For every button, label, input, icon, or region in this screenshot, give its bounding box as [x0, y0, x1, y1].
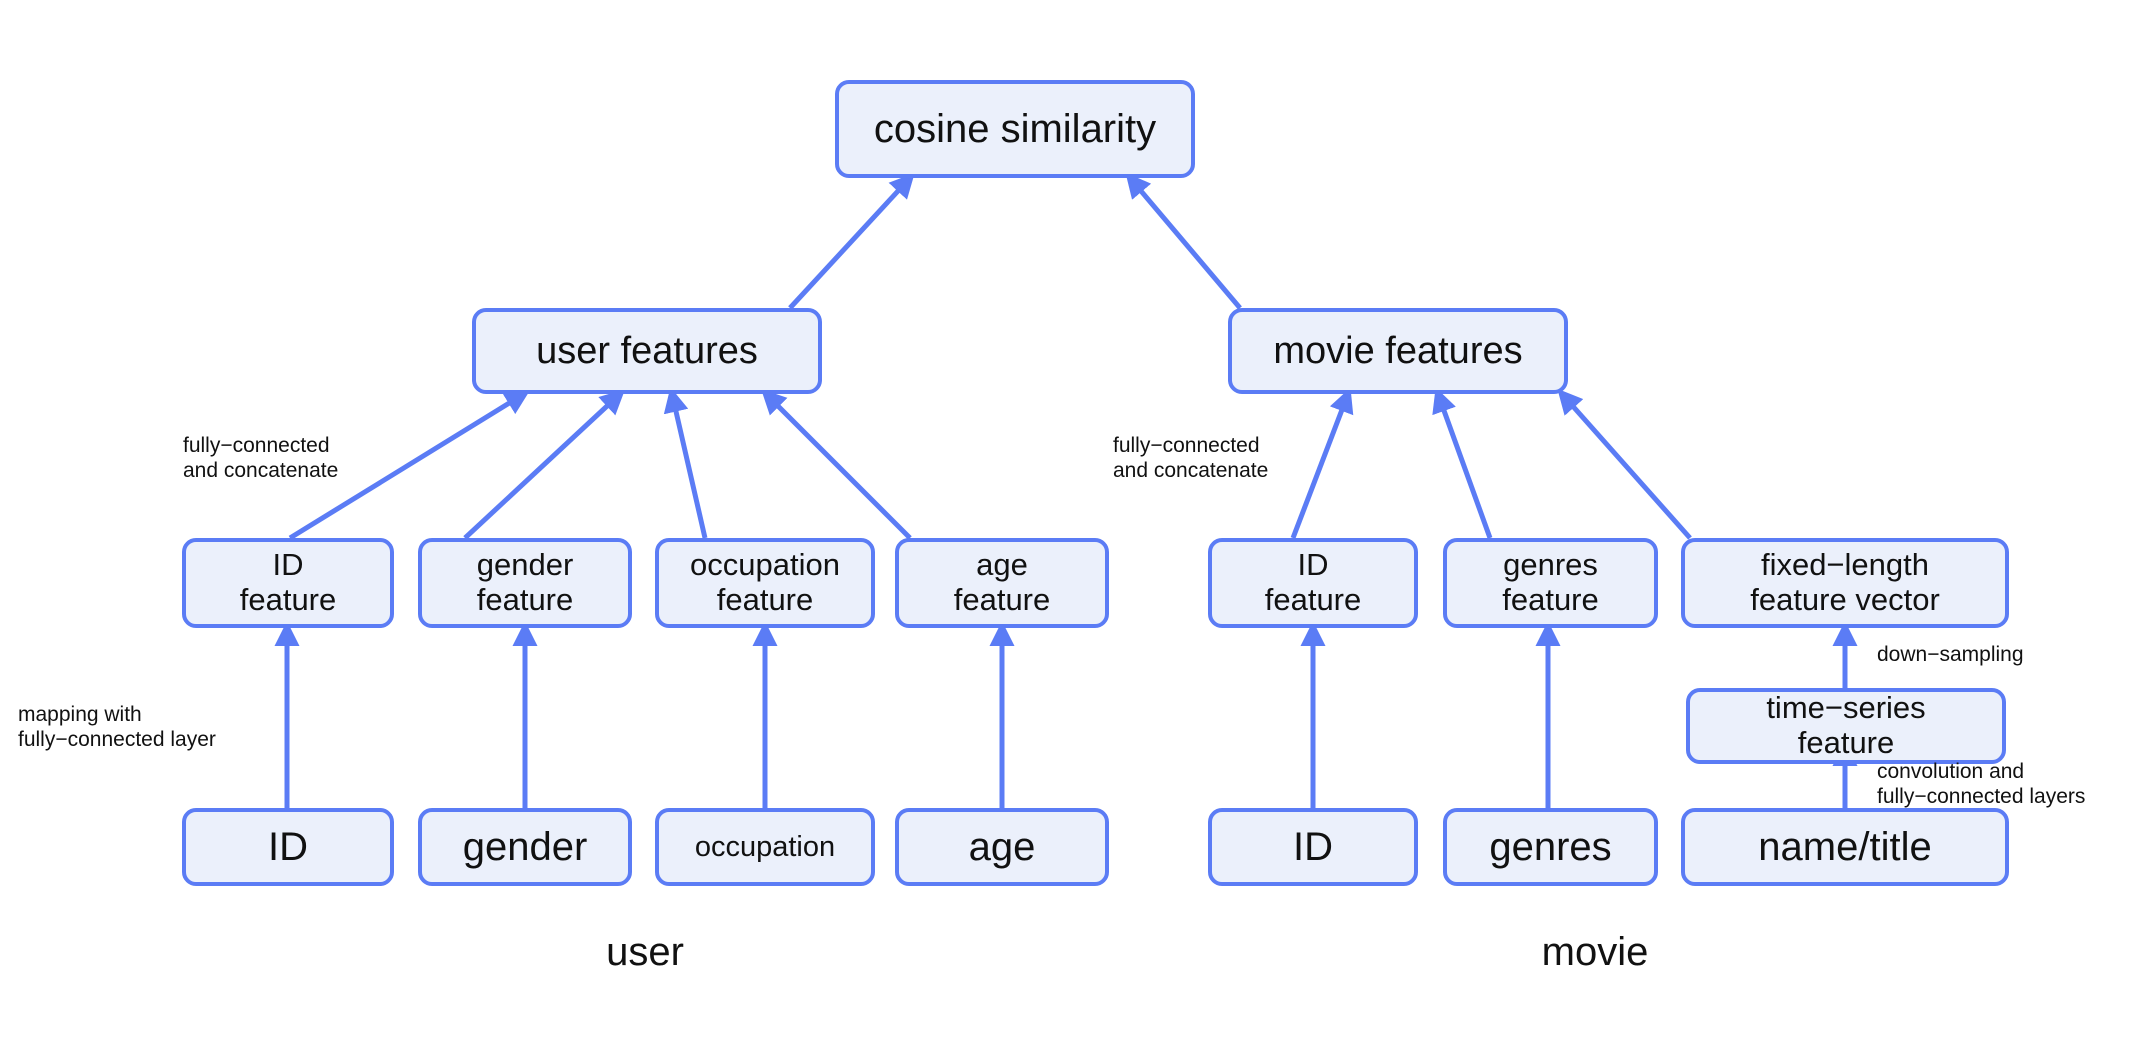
edge-user-age-feature-to-user-features [761, 389, 912, 540]
node-user-features[interactable]: user features [472, 308, 822, 394]
node-user-id-feature[interactable]: ID feature [182, 538, 394, 628]
group-label-movie: movie [1541, 930, 1649, 974]
node-input-user-occupation[interactable]: occupation [655, 808, 875, 886]
node-movie-id-feature[interactable]: ID feature [1208, 538, 1418, 628]
group-label-user: user [606, 930, 684, 974]
node-cosine-similarity[interactable]: cosine similarity [835, 80, 1195, 178]
node-input-user-id[interactable]: ID [182, 808, 394, 886]
node-input-user-age[interactable]: age [895, 808, 1109, 886]
edge-user-occupation-feature-to-user-features [663, 387, 708, 539]
edge-user-gender-feature-to-user-features [463, 389, 626, 540]
edge-movie-genres-feature-to-movie-features [1432, 387, 1493, 539]
annotation-down-sampling: down−sampling [1877, 643, 2024, 666]
annotation-user-mapping-fully-connected: mapping with fully−connected layer [18, 703, 216, 751]
annotation-convolution-fully-connected-layers: convolution and fully−connected layers [1877, 760, 2086, 808]
node-input-movie-name-title[interactable]: name/title [1681, 808, 2009, 886]
node-input-user-gender[interactable]: gender [418, 808, 632, 886]
node-movie-features[interactable]: movie features [1228, 308, 1568, 394]
node-user-age-feature[interactable]: age feature [895, 538, 1109, 628]
node-input-movie-id[interactable]: ID [1208, 808, 1418, 886]
node-user-gender-feature[interactable]: gender feature [418, 538, 632, 628]
node-user-occupation-feature[interactable]: occupation feature [655, 538, 875, 628]
edge-movie-vector-to-movie-features [1557, 388, 1692, 540]
node-fixed-length-feature-vector[interactable]: fixed−length feature vector [1681, 538, 2009, 628]
node-movie-genres-feature[interactable]: genres feature [1443, 538, 1658, 628]
edge-user-features-to-cosine [788, 172, 915, 310]
node-time-series-feature[interactable]: time−series feature [1686, 688, 2006, 764]
edge-movie-features-to-cosine [1125, 172, 1242, 310]
annotation-movie-fully-connected-concatenate: fully−connected and concatenate [1113, 434, 1269, 482]
annotation-user-fully-connected-concatenate: fully−connected and concatenate [183, 434, 339, 482]
node-input-movie-genres[interactable]: genres [1443, 808, 1658, 886]
